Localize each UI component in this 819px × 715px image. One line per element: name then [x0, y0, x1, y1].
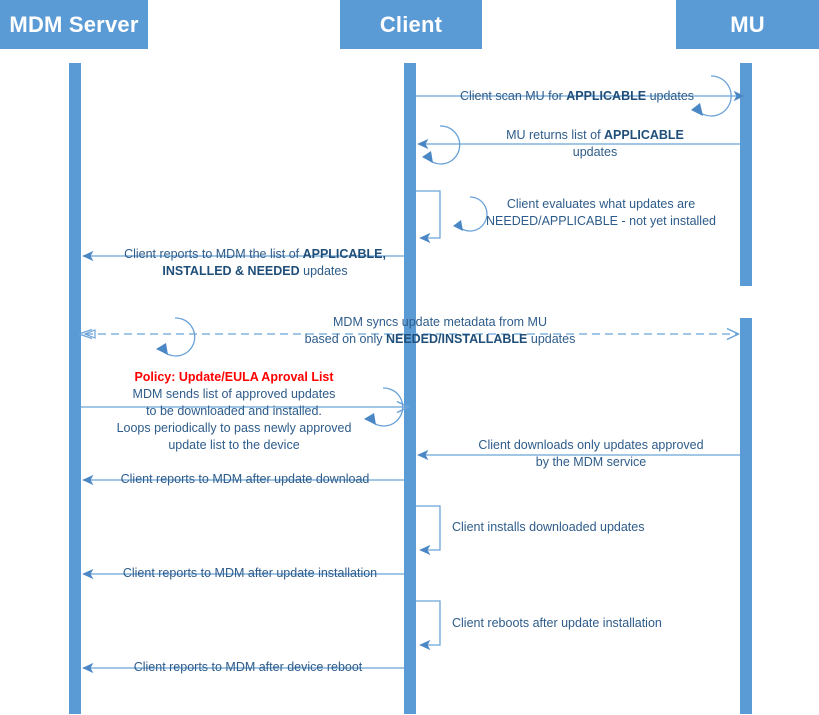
arrow-m9 [416, 505, 441, 556]
message-label-m11: Client reboots after update installation [452, 616, 662, 630]
message-label-m10: Client reports to MDM after update insta… [122, 566, 378, 580]
message-label-m8: Client reports to MDM after update downl… [120, 472, 370, 486]
lifeline-mu-lower [740, 318, 752, 714]
participant-mdm-server[interactable]: MDM Server [0, 0, 148, 49]
lifeline-mu [740, 63, 752, 286]
participant-mdm-server-label: MDM Server [9, 11, 139, 37]
participant-mu[interactable]: MU [676, 0, 819, 49]
message-label-m9: Client installs downloaded updates [452, 520, 645, 534]
arrow-m11 [416, 600, 441, 651]
message-label-m12: Client reports to MDM after device reboo… [133, 660, 363, 674]
lifeline-client [404, 63, 416, 714]
lifeline-mdm-server [69, 63, 81, 714]
participant-client-label: Client [379, 11, 443, 37]
message-label-m4: Client reports to MDM the list of APPLIC… [124, 247, 386, 278]
participant-mu-label: MU [730, 11, 765, 37]
participant-client[interactable]: Client [340, 0, 482, 49]
message-label-m1: Client scan MU for APPLICABLE updates [459, 89, 695, 103]
